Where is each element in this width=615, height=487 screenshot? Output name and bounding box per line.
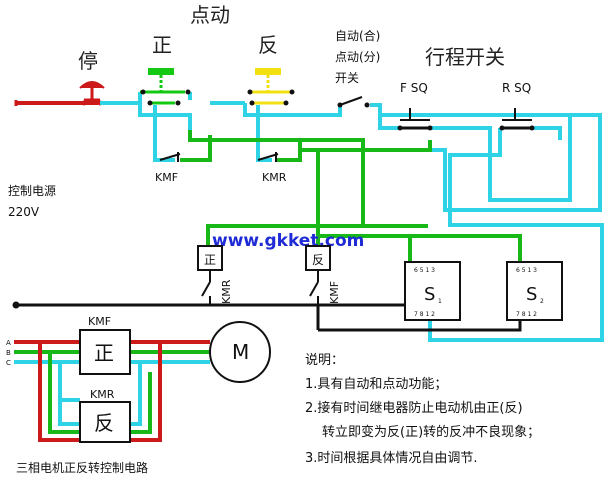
forward-jog-button <box>140 68 191 106</box>
kmf-holding-contact <box>159 152 181 162</box>
svg-text:反: 反 <box>312 253 324 267</box>
stop-label: 停 <box>78 49 98 73</box>
neutral-terminal <box>12 301 20 309</box>
jog-mode-label: 点动(分) <box>335 50 380 64</box>
kmf-vertical-label: KMF <box>328 281 341 304</box>
auto-mode-label: 自动(合) <box>335 28 380 43</box>
note-item-3: 3.时间根据具体情况自由调节. <box>305 451 478 466</box>
voltage-label: 220V <box>8 205 40 219</box>
auto-jog-switch <box>337 96 370 108</box>
circuit-caption: 三相电机正反转控制电路 <box>16 460 148 475</box>
website-watermark: www.gkket.com <box>212 231 364 251</box>
phase-a-label: A <box>6 339 11 347</box>
note-item-2: 2.接有时间继电器防止电动机由正(反) <box>305 400 523 416</box>
kmf-main-contactor: 正 <box>79 329 131 375</box>
forward-label: 正 <box>152 33 172 57</box>
kmr-interlock-contact <box>201 270 211 305</box>
control-power-label: 控制电源 <box>8 184 56 198</box>
svg-text:M: M <box>232 340 249 364</box>
rsq-travel-switch <box>499 108 535 131</box>
svg-text:S: S <box>526 284 537 305</box>
fsq-label: F SQ <box>400 81 428 95</box>
cyan-control-wires <box>100 92 604 342</box>
fsq-travel-switch <box>397 108 433 131</box>
svg-text:1: 1 <box>438 298 442 305</box>
svg-text:S: S <box>424 284 435 305</box>
kmf-interlock-contact <box>309 270 319 305</box>
kmr-holding-contact <box>257 152 279 162</box>
switch-label: 开关 <box>335 71 359 85</box>
reverse-label: 反 <box>258 33 278 57</box>
svg-text:7 8 1 2: 7 8 1 2 <box>516 311 537 318</box>
phase-c-label: C <box>6 359 11 367</box>
svg-text:正: 正 <box>204 253 216 267</box>
svg-text:6 5 1 3: 6 5 1 3 <box>414 267 435 274</box>
svg-text:2: 2 <box>540 298 544 305</box>
reverse-jog-button <box>247 68 295 106</box>
jogging-label: 点动 <box>190 3 230 27</box>
kmf-box-label: KMF <box>88 315 111 328</box>
kmr-main-contactor: 反 <box>79 401 131 443</box>
svg-text:正: 正 <box>94 341 114 365</box>
note-item-2-cont: 转立即变为反(正)转的反冲不良现象； <box>322 424 540 440</box>
phase-b-label: B <box>6 349 11 357</box>
motor: M <box>209 321 271 383</box>
timer-s2: 6 5 1 3 S 2 7 8 1 2 <box>506 261 563 321</box>
svg-text:7 8 1 2: 7 8 1 2 <box>414 311 435 318</box>
kmr-vertical-label: KMR <box>220 279 233 304</box>
kmr-contact-label: KMR <box>262 171 287 184</box>
timer-s1: 6 5 1 3 S 1 7 8 1 2 <box>404 261 461 321</box>
kmf-contact-label: KMF <box>155 171 178 184</box>
forward-coil: 正 <box>197 245 223 271</box>
svg-text:6 5 1 3: 6 5 1 3 <box>516 267 537 274</box>
notes-heading: 说明： <box>305 353 344 368</box>
note-item-1: 1.具有自动和点动功能； <box>305 377 447 392</box>
rsq-label: R SQ <box>502 81 531 95</box>
notes-block: 说明： 1.具有自动和点动功能； 2.接有时间继电器防止电动机由正(反) 转立即… <box>305 353 540 466</box>
travel-switch-label: 行程开关 <box>425 45 505 69</box>
svg-text:反: 反 <box>94 411 114 435</box>
reverse-coil: 反 <box>305 245 331 271</box>
kmr-box-label: KMR <box>90 388 115 401</box>
green-control-wires <box>180 130 522 262</box>
